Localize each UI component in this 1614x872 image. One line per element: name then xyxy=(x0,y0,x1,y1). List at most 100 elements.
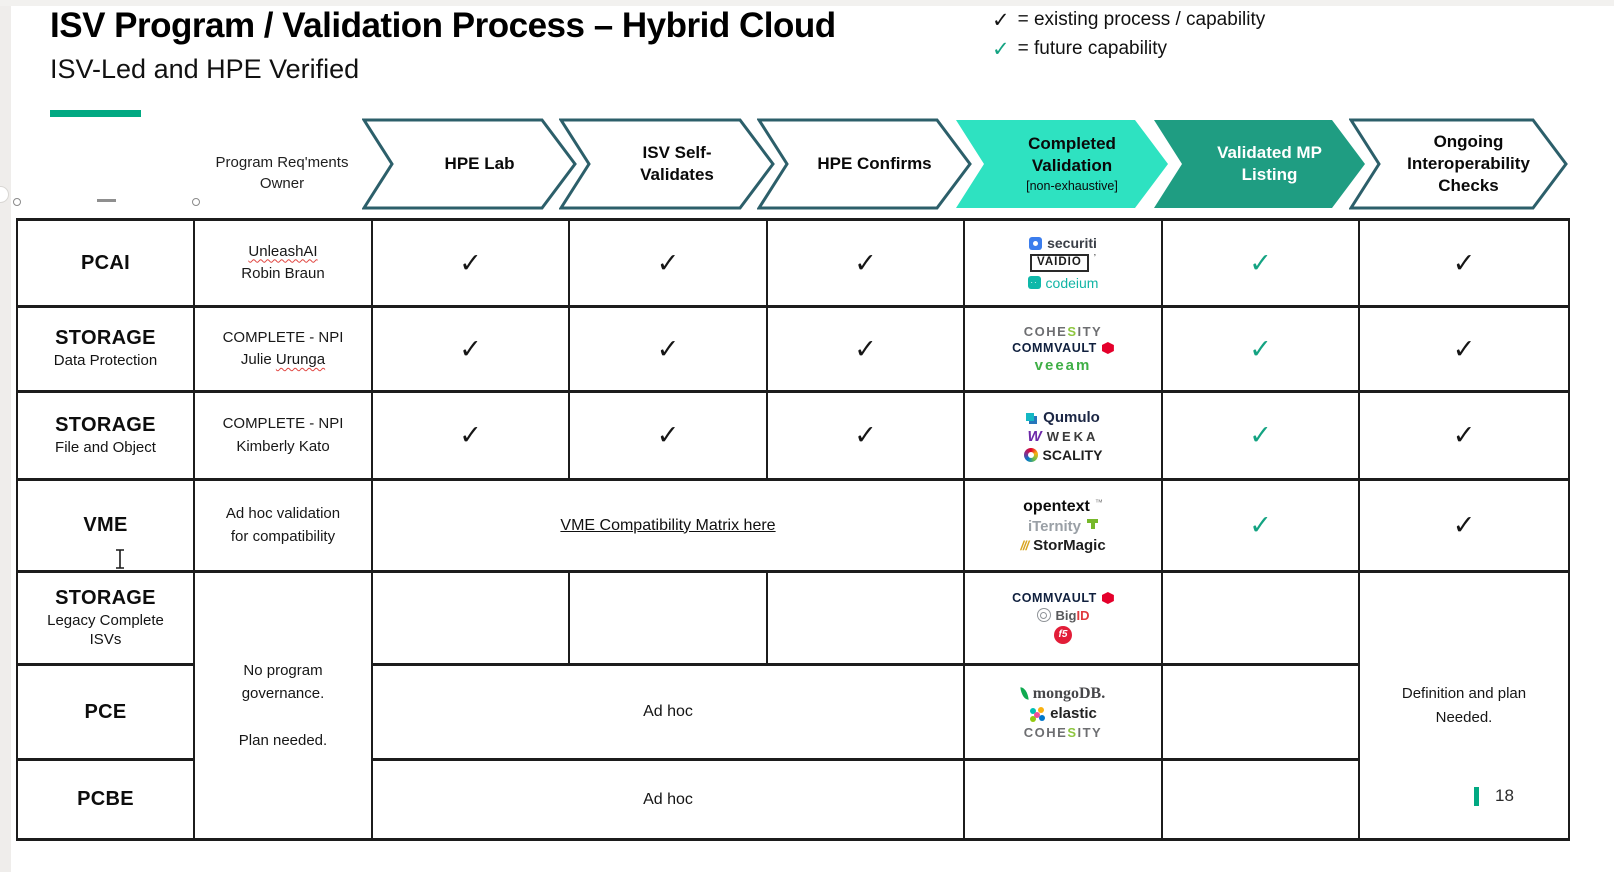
empty-cell xyxy=(768,573,965,666)
chevron-shape xyxy=(1349,118,1568,210)
category-title: PCBE xyxy=(77,788,134,810)
footer-accent-bar xyxy=(1474,786,1479,806)
logo-elastic: elastic xyxy=(1029,706,1097,722)
logo-qumulo: Qumulo xyxy=(1026,410,1100,425)
selection-handle[interactable] xyxy=(192,198,200,206)
logo-vaidio: VAIDIO ’ xyxy=(1030,254,1096,272)
check-icon: ✓ xyxy=(459,247,482,279)
stage-chevron-hpe-lab: HPE Lab xyxy=(362,117,577,211)
check-cell: ✓ xyxy=(570,393,768,481)
category-cell-pcai: PCAI xyxy=(18,221,195,308)
category-cell-pce: PCE xyxy=(18,666,195,761)
logo-commvault: COMMVAULT xyxy=(1012,592,1114,605)
logo-f5: f5 xyxy=(1054,626,1072,645)
f5-icon: f5 xyxy=(1054,626,1072,645)
check-icon: ✓ xyxy=(1452,510,1476,541)
slide-edge-top xyxy=(0,0,1614,6)
check-cell: ✓ xyxy=(768,393,965,481)
logo-bigid: BigID xyxy=(1036,608,1089,623)
owner-line: for compatibility xyxy=(230,527,336,545)
category-title: STORAGE xyxy=(55,586,156,609)
logo-commvault: COMMVAULT xyxy=(1012,342,1114,355)
logo-codeium: ·· codeium xyxy=(1027,276,1098,290)
check-icon-green: ✓ xyxy=(1249,510,1272,541)
check-icon: ✓ xyxy=(1452,247,1476,279)
stage-label: Validated MP Listing xyxy=(1217,142,1322,184)
category-cell-pcbe: PCBE xyxy=(18,761,195,841)
check-icon: ✓ xyxy=(459,333,482,365)
page-footer: 18 xyxy=(1474,786,1514,806)
title-accent-bar xyxy=(50,110,141,117)
check-cell: ✓ xyxy=(373,221,570,308)
logo-opentext: opentext ™ xyxy=(1023,497,1103,515)
commvault-icon xyxy=(1101,592,1114,604)
logo-stormagic: /// StorMagic xyxy=(1020,536,1106,554)
category-title: PCE xyxy=(84,700,127,723)
empty-cell xyxy=(1163,573,1360,666)
definition-plan-note: Definition and plan Needed. xyxy=(1401,685,1527,726)
legend-item-existing: ✓ = existing process / capability xyxy=(992,5,1265,34)
logo-scality: SCALITY xyxy=(1023,447,1102,462)
vme-matrix-cell: VME Compatibility Matrix here xyxy=(373,481,965,573)
check-cell: ✓ xyxy=(1360,393,1570,481)
check-cell: ✓ xyxy=(373,308,570,393)
scality-icon xyxy=(1023,447,1038,462)
check-cell: ✓ xyxy=(570,308,768,393)
adhoc-cell-pcbe: Ad hoc xyxy=(373,761,965,841)
vme-compatibility-matrix-link[interactable]: VME Compatibility Matrix here xyxy=(560,516,776,534)
logo-cohesity: COHESITY xyxy=(1023,323,1103,339)
logo-cell-storage-legacy: COMMVAULT BigID f5 xyxy=(965,573,1163,666)
check-icon: ✓ xyxy=(854,247,877,279)
category-cell-storage-dp: STORAGE Data Protection xyxy=(18,308,195,393)
check-icon: ✓ xyxy=(1452,420,1476,451)
mongodb-leaf-icon xyxy=(1020,686,1029,701)
stage-chevron-validated-mp-listing: Validated MP Listing xyxy=(1152,117,1367,211)
commvault-icon xyxy=(1101,342,1114,354)
check-cell: ✓ xyxy=(1360,481,1570,573)
check-icon: ✓ xyxy=(992,36,1010,61)
weka-icon: W xyxy=(1027,427,1042,445)
logo-veeam: veeam xyxy=(1034,357,1092,375)
selection-handle[interactable] xyxy=(13,198,21,206)
stage-label-sub: [non-exhaustive] xyxy=(1026,179,1118,194)
logo-securiti: securiti xyxy=(1029,236,1097,250)
stormagic-icon: /// xyxy=(1020,537,1029,553)
stage-label: Ongoing Interoperability Checks xyxy=(1407,131,1530,196)
chevron-shape xyxy=(362,118,577,210)
empty-cell xyxy=(373,573,570,666)
logo-iternity: iTernity xyxy=(1028,518,1099,534)
adhoc-label: Ad hoc xyxy=(643,790,693,808)
category-title: VME xyxy=(83,514,128,536)
logo-cell-vme: opentext ™ iTernity /// StorMagic xyxy=(965,481,1163,573)
slide-edge-left xyxy=(0,0,11,872)
logo-cell-storage-fo: Qumulo W WEKA SCALITY xyxy=(965,393,1163,481)
check-icon: ✓ xyxy=(1452,333,1476,365)
chevron-shape xyxy=(757,118,972,210)
chevron-shape xyxy=(559,118,775,210)
chevron-shape xyxy=(956,120,1168,208)
check-cell: ✓ xyxy=(1163,308,1360,393)
category-cell-storage-legacy: STORAGE Legacy Complete ISVs xyxy=(18,573,195,666)
stage-chevron-ongoing-interoperability: Ongoing Interoperability Checks xyxy=(1349,117,1568,211)
owner-line: UnleashAI xyxy=(248,242,318,260)
legend-label: = future capability xyxy=(1017,37,1168,59)
column-header-owner: Program Req'ments Owner xyxy=(215,154,349,192)
check-cell: ✓ xyxy=(768,221,965,308)
elastic-icon xyxy=(1029,706,1045,722)
ongoing-cell-merged: Definition and plan Needed. xyxy=(1360,573,1570,841)
category-cell-storage-fo: STORAGE File and Object xyxy=(18,393,195,481)
check-cell: ✓ xyxy=(1163,393,1360,481)
owner-cell-storage-dp: COMPLETE - NPI Julie Urunga xyxy=(195,308,373,393)
legend-item-future: ✓ = future capability xyxy=(992,34,1265,63)
chevron-shape xyxy=(1154,120,1365,208)
text-cursor xyxy=(113,548,127,575)
owner-line: Kimberly Kato xyxy=(236,437,330,455)
category-title: STORAGE xyxy=(55,413,156,436)
check-cell: ✓ xyxy=(1360,221,1570,308)
stage-label: ISV Self- Validates xyxy=(640,142,714,184)
adhoc-label: Ad hoc xyxy=(643,703,693,720)
logo-cell-storage-dp: COHESITY COMMVAULT veeam xyxy=(965,308,1163,393)
check-cell: ✓ xyxy=(1360,308,1570,393)
stage-label: HPE Lab xyxy=(444,153,515,173)
